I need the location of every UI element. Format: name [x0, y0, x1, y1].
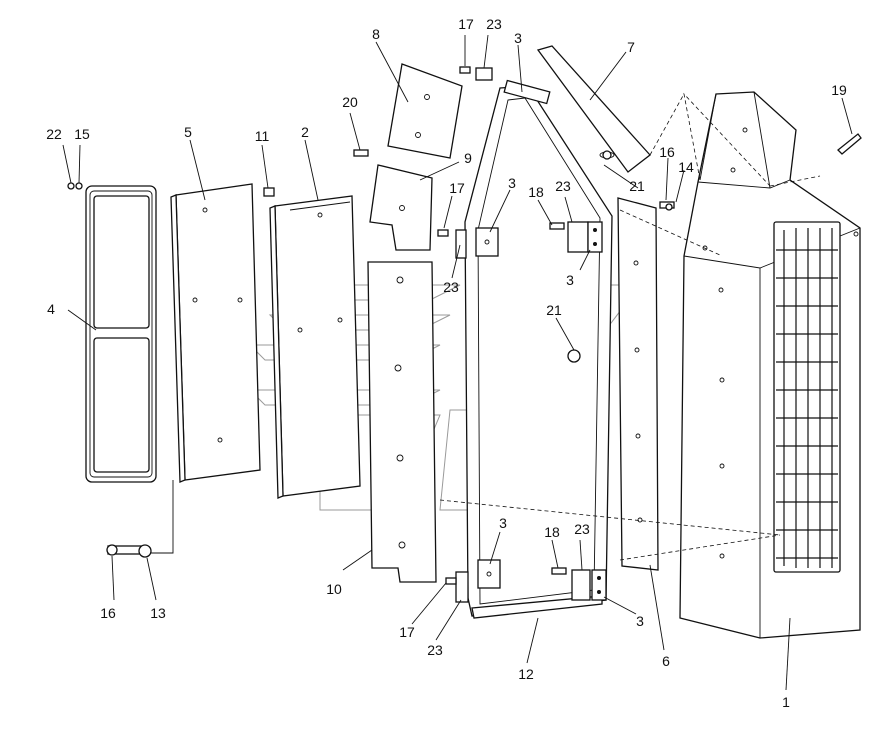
grille [776, 228, 838, 568]
assembly-lines [439, 92, 821, 561]
callout-23: 23 [486, 16, 502, 32]
callout-2: 2 [301, 124, 309, 140]
part-8-plate [387, 63, 463, 159]
callout-21: 21 [629, 178, 645, 194]
callout-6: 6 [662, 653, 670, 669]
callout-3: 3 [508, 175, 516, 191]
callout-7: 7 [627, 39, 635, 55]
callout-labels: 1 2 3 3 3 3 3 3 4 5 6 7 8 9 10 11 12 13 … [46, 16, 847, 710]
callout-23: 23 [555, 178, 571, 194]
callout-3: 3 [499, 515, 507, 531]
callout-9: 9 [464, 150, 472, 166]
callout-16: 16 [659, 144, 675, 160]
callout-12: 12 [518, 666, 534, 682]
callout-17: 17 [449, 180, 465, 196]
callout-11: 11 [255, 128, 270, 144]
callout-14: 14 [678, 159, 694, 175]
callout-8: 8 [372, 26, 380, 42]
callout-23: 23 [574, 521, 590, 537]
callout-3: 3 [566, 272, 574, 288]
callout-16: 16 [100, 605, 116, 621]
callout-3: 3 [636, 613, 644, 629]
part-2-panel [269, 195, 361, 499]
callout-13: 13 [150, 605, 166, 621]
callout-4: 4 [47, 301, 55, 317]
callout-5: 5 [184, 124, 192, 140]
leader-lines [62, 34, 853, 691]
callout-17: 17 [399, 624, 415, 640]
callout-17: 17 [458, 16, 474, 32]
callout-21: 21 [546, 302, 562, 318]
callout-15: 15 [74, 126, 90, 142]
part-4-window-frame [85, 185, 157, 483]
callout-10: 10 [326, 581, 342, 597]
callout-23: 23 [443, 279, 459, 295]
callout-18: 18 [528, 184, 544, 200]
part-1-housing [679, 91, 861, 639]
callout-1: 1 [782, 694, 790, 710]
part-3-hinges [455, 79, 607, 603]
callout-18: 18 [544, 524, 560, 540]
callout-3: 3 [514, 30, 522, 46]
part-5-panel [170, 183, 261, 483]
callout-23: 23 [427, 642, 443, 658]
part-6-strip [617, 197, 659, 571]
callout-20: 20 [342, 94, 358, 110]
door-frame [464, 85, 613, 619]
fasteners [67, 66, 862, 585]
callout-22: 22 [46, 126, 62, 142]
callout-19: 19 [831, 82, 847, 98]
part-9-plate [369, 164, 433, 251]
part-10-plate [367, 261, 437, 583]
